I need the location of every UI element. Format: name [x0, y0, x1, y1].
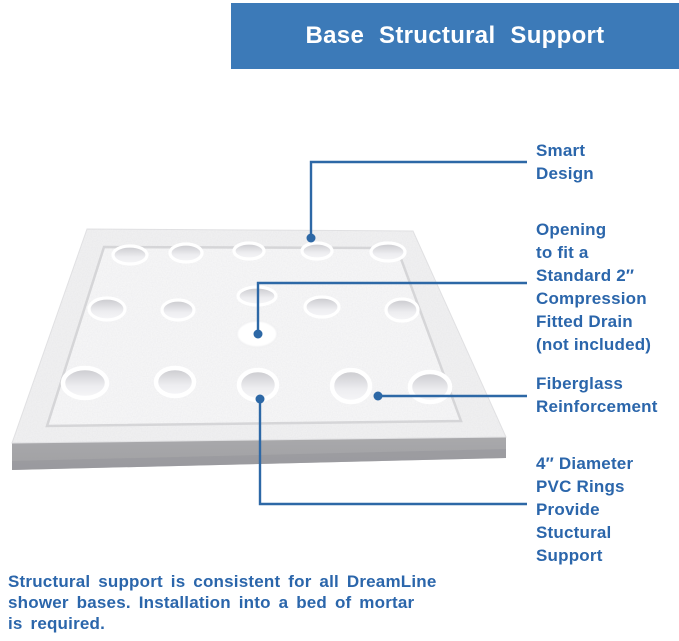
- leader-line-pvc-rings: [258, 399, 527, 506]
- pvc-ring: [232, 241, 266, 261]
- pvc-ring: [153, 365, 197, 399]
- pvc-ring: [60, 365, 110, 401]
- pvc-ring: [369, 241, 407, 263]
- pvc-ring: [111, 244, 149, 266]
- callout-drain-opening: Opening to fit a Standard 2″ Compression…: [536, 220, 652, 354]
- page-title: Base Structural Support: [305, 22, 605, 49]
- footer-note: Structural support is consistent for all…: [8, 572, 437, 633]
- pvc-ring: [329, 367, 373, 405]
- leader-dot-drain-opening: [253, 329, 263, 339]
- pvc-ring: [168, 242, 204, 264]
- pvc-ring: [300, 241, 334, 261]
- pvc-ring: [160, 298, 196, 322]
- callout-smart-design: Smart Design: [536, 141, 594, 183]
- pvc-ring: [87, 296, 127, 322]
- pvc-ring: [407, 369, 453, 405]
- callout-fiberglass-reinforcement: Fiberglass Reinforcement: [536, 374, 658, 416]
- pvc-ring: [384, 297, 420, 323]
- leader-dot-pvc-rings: [255, 394, 265, 404]
- leader-line-drain-opening: [256, 281, 527, 334]
- pvc-rings-group: [60, 241, 453, 405]
- leader-dot-smart-design: [306, 233, 316, 243]
- callout-leaders-group: [253, 160, 527, 506]
- leader-dot-fiberglass: [373, 391, 383, 401]
- leader-line-smart-design: [309, 160, 527, 238]
- callout-pvc-rings: 4″ Diameter PVC Rings Provide Stuctural …: [536, 454, 634, 565]
- pvc-ring: [303, 295, 341, 319]
- header-banner: Base Structural Support: [231, 3, 679, 69]
